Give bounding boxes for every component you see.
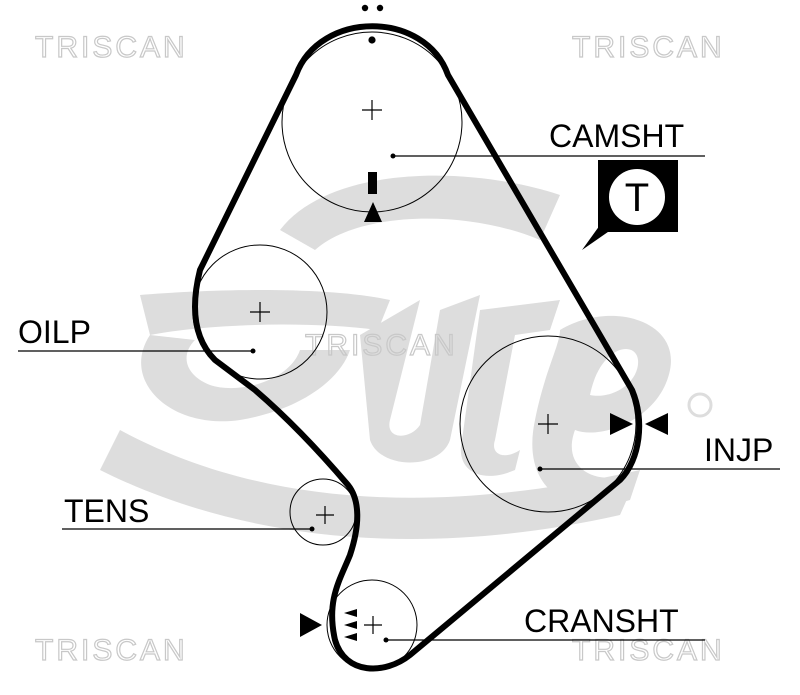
gates-logo-watermark: [100, 175, 713, 540]
camshaft-mark-bar: [368, 172, 377, 194]
watermark-center: TRISCAN: [305, 329, 458, 362]
injection-pump-marks: [610, 413, 668, 435]
tensioner-badge-letter: T: [625, 176, 649, 220]
camshaft-mark-arrow: [364, 202, 382, 222]
camshaft-timing-marks: [361, 4, 384, 222]
injection-pump-pulley: [459, 335, 637, 513]
oil-pump-label: OILP: [18, 314, 91, 350]
tensioner-badge: T: [582, 160, 678, 250]
pulley-centers: [250, 100, 558, 634]
triscan-watermarks: TRISCAN TRISCAN TRISCAN TRISCAN TRISCAN: [34, 30, 725, 667]
timing-belt: [192, 23, 643, 672]
crankshaft-label: CRANSHT: [524, 603, 679, 639]
leader-lines: [18, 153, 780, 643]
watermark-bottom-right: TRISCAN: [572, 634, 725, 667]
watermark-top-left: TRISCAN: [35, 31, 188, 64]
watermark-top-right: TRISCAN: [572, 31, 725, 64]
tensioner-label: TENS: [64, 493, 149, 529]
camshaft-label: CAMSHT: [549, 118, 684, 154]
crankshaft-marks: [300, 609, 357, 641]
injection-pump-label: INJP: [704, 432, 773, 468]
watermark-bottom-left: TRISCAN: [35, 634, 188, 667]
